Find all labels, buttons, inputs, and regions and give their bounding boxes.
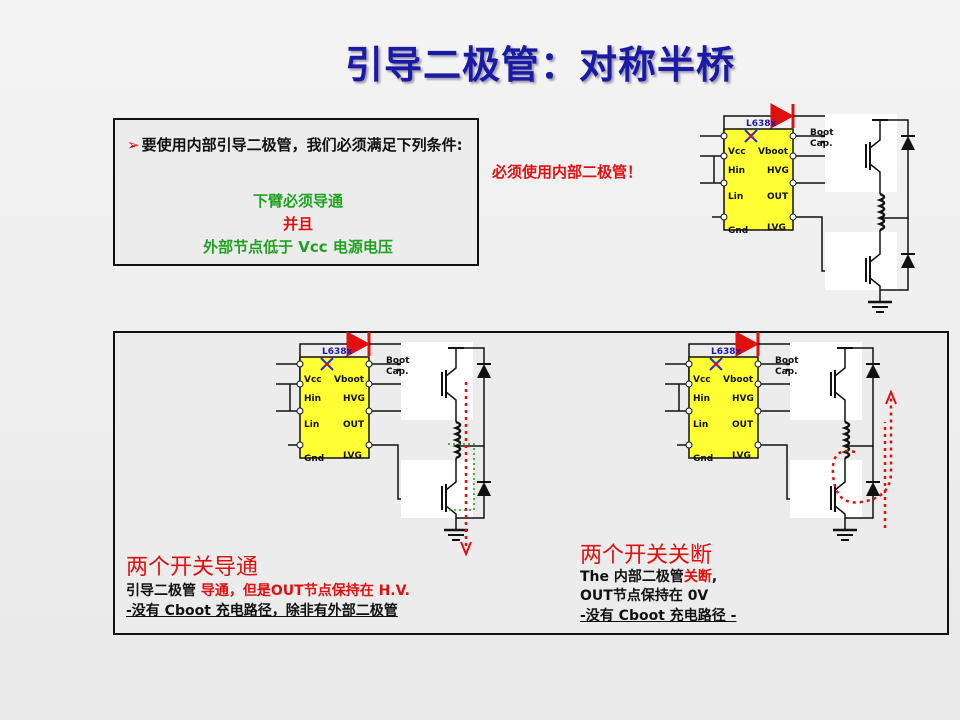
svg-text:Hin: Hin <box>693 394 710 404</box>
svg-text:Vboot: Vboot <box>723 375 754 385</box>
svg-text:Boot: Boot <box>810 128 834 138</box>
svg-text:Boot: Boot <box>775 356 799 366</box>
freewheel-path-both-off <box>831 396 893 504</box>
svg-text:OUT: OUT <box>767 192 789 202</box>
case-both-off-heading: 两个开关关断 <box>580 543 713 568</box>
svg-text:Hin: Hin <box>304 394 321 404</box>
conditions-box: ➢要使用内部引导二极管，我们必须满足下列条件: 下臂必须导通 并且 外部节点低于… <box>113 118 479 266</box>
svg-text:Cap.: Cap. <box>386 367 409 377</box>
svg-text:Cap.: Cap. <box>810 139 833 149</box>
circuit-diagram-both-on: L638x Vcc Vboot Hin Lin Gnd HVG OUT LVG … <box>274 330 493 557</box>
svg-text:Vboot: Vboot <box>334 375 365 385</box>
svg-text:Lin: Lin <box>728 192 743 202</box>
svg-text:Cap.: Cap. <box>775 367 798 377</box>
condition-node-below-vcc: 外部节点低于 Vcc 电源电压 <box>203 238 393 256</box>
condition-lower-arm-on: 下臂必须导通 <box>252 192 343 210</box>
svg-text:Gnd: Gnd <box>304 454 324 464</box>
svg-text:Vcc: Vcc <box>304 375 322 385</box>
svg-text:OUT: OUT <box>343 420 365 430</box>
case-both-off-line1: The 内部二极管关断, <box>580 569 718 585</box>
svg-text:OUT: OUT <box>732 420 754 430</box>
svg-text:Hin: Hin <box>728 166 745 176</box>
svg-text:HVG: HVG <box>732 394 754 404</box>
case-both-on-line2: -没有 Cboot 充电路径，除非有外部二极管 <box>126 603 398 619</box>
svg-text:L638x: L638x <box>322 347 353 357</box>
must-use-internal-diode-note: 必须使用内部二极管！ <box>492 163 643 181</box>
chip-label: L638x <box>746 119 777 129</box>
case-both-off-line3: -没有 Cboot 充电路径 - <box>580 608 737 624</box>
svg-text:Boot: Boot <box>386 356 410 366</box>
circuit-diagram-top: L638x Vcc Vboot Hin Lin Gnd HVG OUT LVG … <box>698 102 917 314</box>
svg-text:Gnd: Gnd <box>693 454 713 464</box>
svg-text:LVG: LVG <box>732 451 751 461</box>
condition-and: 并且 <box>282 215 313 233</box>
svg-text:HVG: HVG <box>343 394 365 404</box>
svg-text:Lin: Lin <box>304 420 319 430</box>
svg-text:Vcc: Vcc <box>693 375 711 385</box>
svg-text:Gnd: Gnd <box>728 226 748 236</box>
svg-text:HVG: HVG <box>767 166 789 176</box>
svg-text:Lin: Lin <box>693 420 708 430</box>
case-both-on-line1: 引导二极管 导通，但是OUT节点保持在 H.V. <box>126 583 410 599</box>
slide-title: 引导二极管：对称半桥 <box>344 43 735 87</box>
circuit-diagram-both-off: L638x Vcc Vboot Hin Lin Gnd HVG OUT LVG … <box>663 330 897 542</box>
svg-text:L638x: L638x <box>711 347 742 357</box>
conditions-intro: ➢要使用内部引导二极管，我们必须满足下列条件: <box>127 136 463 154</box>
case-both-off-line2: OUT节点保持在 0V <box>580 588 709 604</box>
svg-text:Vboot: Vboot <box>758 147 789 157</box>
svg-text:LVG: LVG <box>343 451 362 461</box>
svg-text:Vcc: Vcc <box>728 147 746 157</box>
bullet-arrow-icon: ➢ <box>127 136 140 154</box>
svg-text:LVG: LVG <box>767 223 786 233</box>
case-both-on-heading: 两个开关导通 <box>126 555 259 580</box>
